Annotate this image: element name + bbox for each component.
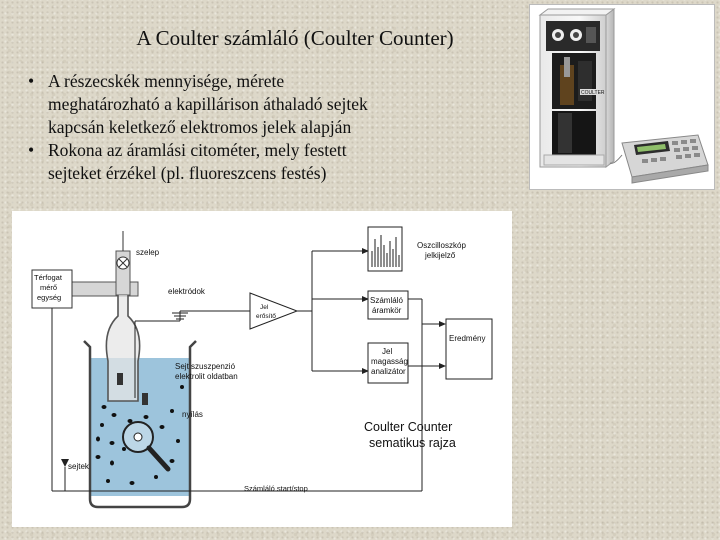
bullet-item: • A részecskék mennyisége, mérete meghat… <box>28 70 478 139</box>
bullet-line: A részecskék mennyisége, mérete <box>48 71 285 91</box>
caption-line: sematikus rajza <box>369 436 456 450</box>
label-sejtszuszpenzio: elektrolit oldatban <box>175 372 238 381</box>
bullet-list: • A részecskék mennyisége, mérete meghat… <box>28 70 478 185</box>
wiring <box>51 250 442 492</box>
label-terfogat: mérő <box>40 283 57 292</box>
label-szamlalo: áramkör <box>372 306 402 315</box>
bullet-line: Rokona az áramlási citométer, mely feste… <box>48 140 347 160</box>
label-oszcilloszkop: Oszcilloszkóp <box>417 241 466 250</box>
arrowheads <box>61 248 446 467</box>
device-brand: COULTER <box>581 90 605 96</box>
electrode-icon <box>142 393 148 405</box>
label-terfogat: egység <box>37 293 61 302</box>
label-magassag: analizátor <box>371 367 406 376</box>
device-illustration: COULTER <box>538 8 709 184</box>
label-szamlalo: Számláló <box>370 296 403 305</box>
electrode-icon <box>117 373 123 385</box>
label-elektrodok: elektródok <box>168 287 206 296</box>
schematic-diagram: szelep Térfogat mérő egység elektródok J… <box>12 211 512 527</box>
magnifier-icon <box>122 421 171 472</box>
result-box <box>445 318 493 380</box>
label-jelerosito: erősítő <box>256 313 276 320</box>
slide-title: A Coulter számláló (Coulter Counter) <box>136 26 454 50</box>
coulter-schematic: szelep Térfogat mérő egység elektródok J… <box>12 211 512 527</box>
valve-icon <box>116 256 130 270</box>
label-nyilas: nyílás <box>182 410 203 419</box>
bullet-line: meghatározható a kapillárison áthaladó s… <box>48 94 368 114</box>
coulter-counter-photo: COULTER <box>529 4 715 190</box>
label-magassag: Jel <box>382 347 392 356</box>
bullet-dot: • <box>28 140 35 160</box>
label-terfogat: Térfogat <box>34 273 63 282</box>
amplifier-icon <box>249 292 299 330</box>
oscilloscope-display <box>367 226 403 272</box>
caption-line: Coulter Counter <box>364 420 452 434</box>
label-startstop: Számláló start/stop <box>244 484 308 493</box>
bullet-line: kapcsán keletkező elektromos jelek alapj… <box>48 117 352 137</box>
label-szelep: szelep <box>136 248 160 257</box>
height-analyzer-box <box>367 342 409 384</box>
label-jelerosito: Jel <box>260 304 269 311</box>
cells <box>95 385 184 485</box>
label-eredmeny: Eredmény <box>449 334 485 343</box>
label-oszcilloszkop: jelkijelző <box>424 251 456 260</box>
ground-icon <box>172 312 188 321</box>
label-sejtszuszpenzio: Sejt szuszpenzió <box>175 362 236 371</box>
label-magassag: magasság <box>371 357 408 366</box>
oscilloscope-trace <box>371 235 400 267</box>
label-sejtek: sejtek <box>68 462 90 471</box>
bullet-line: sejteket érzékel (pl. fluoreszcens festé… <box>48 163 327 183</box>
bullet-item: • Rokona az áramlási citométer, mely fes… <box>28 139 478 185</box>
counter-circuit-box <box>367 290 409 320</box>
bullet-dot: • <box>28 71 35 91</box>
